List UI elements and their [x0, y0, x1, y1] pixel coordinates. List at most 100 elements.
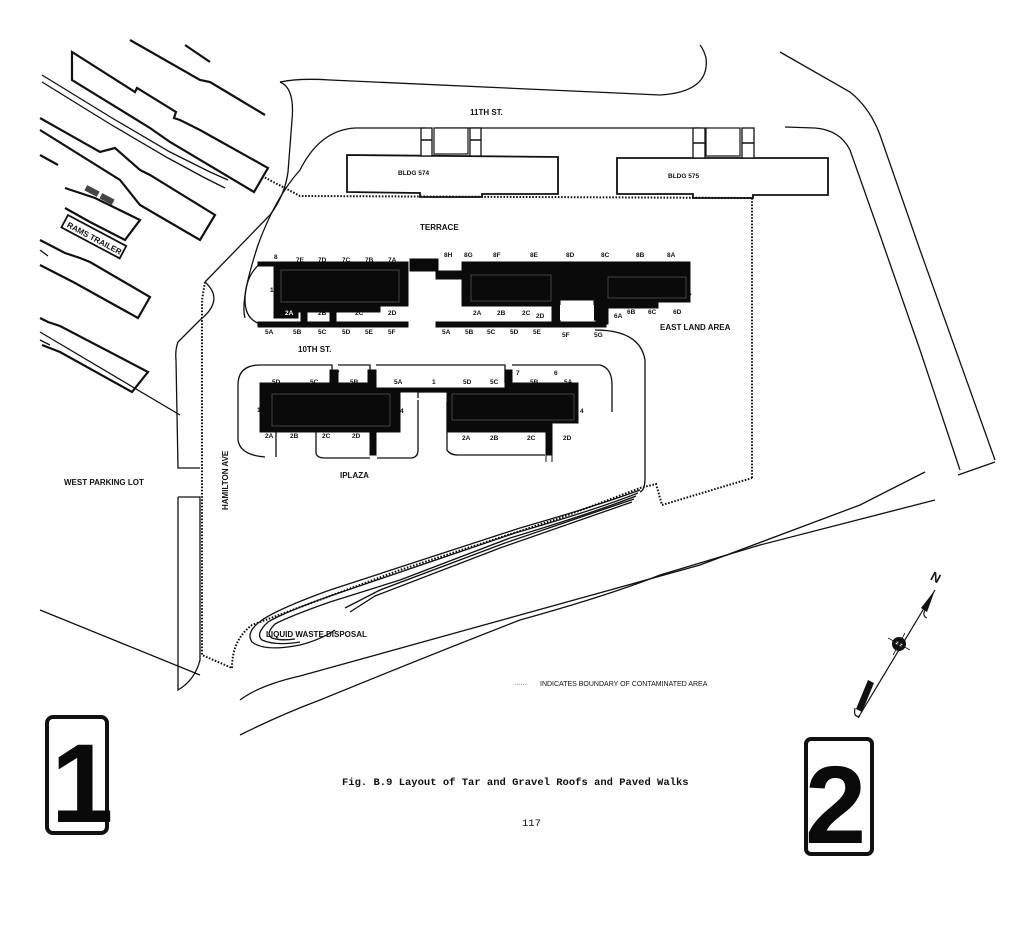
stamp-2: 2 — [804, 737, 874, 867]
roof-section-label: 5B — [350, 379, 359, 386]
roof-section-label: 7C — [342, 257, 351, 264]
roof-section-label: 5D — [342, 329, 351, 336]
roads — [39, 44, 996, 736]
legend: ······ INDICATES BOUNDARY OF CONTAMINATE… — [514, 681, 708, 688]
roof-section-label: 2C — [355, 310, 364, 317]
roof-section-label: 2A — [285, 310, 294, 317]
roof-section-label: 2C — [322, 433, 331, 440]
roof-section-label: 7D — [318, 257, 327, 264]
roof-section-label: 2A — [473, 310, 482, 317]
roof-section-label: 8D — [566, 252, 575, 259]
roof-section-label: 8F — [493, 252, 501, 259]
east-land-area-label: EAST LAND AREA — [660, 323, 731, 332]
roof-section-label: 6A — [614, 313, 623, 320]
figure-caption: Fig. B.9 Layout of Tar and Gravel Roofs … — [342, 777, 689, 789]
roof-section-label: 2B — [318, 310, 327, 317]
roof-section-label: 6C — [648, 309, 657, 316]
roof-section-label: 7 — [688, 293, 692, 300]
roof-section-label: 5A — [265, 329, 274, 336]
roof-section-label: 1 — [270, 287, 274, 294]
south-roof-inner-lines — [271, 393, 575, 427]
roof-section-label: 8A — [667, 252, 676, 259]
roof-section-label: 2D — [563, 435, 572, 442]
bldg-574-label: BLDG 574 — [398, 170, 429, 177]
roof-section-label: 2D — [352, 433, 361, 440]
roof-section-label: 5B — [465, 329, 474, 336]
hamilton-ave-label: HAMILTON AVE — [221, 450, 230, 510]
roof-section-label: 2B — [497, 310, 506, 317]
roof-section-label: 5D — [510, 329, 519, 336]
south-roof-labels: 5D 5C 7 5B 6 5A 1 4 3 2A 2B 2C 2D 1 5D 5… — [257, 370, 584, 452]
roof-section-label: 2A — [265, 433, 274, 440]
north-roof-inner-lines — [280, 269, 687, 320]
terrace-label: TERRACE — [420, 223, 459, 232]
roof-section-label: 4 — [580, 408, 584, 415]
roof-section-label: 5E — [533, 329, 542, 336]
roof-section-label: 7B — [365, 257, 374, 264]
north-arrow-icon: N — [853, 569, 943, 719]
roof-section-label: 4 — [400, 408, 404, 415]
roof-section-label: 1 — [462, 290, 466, 297]
roof-section-label: 5A — [394, 379, 403, 386]
roof-section-label: 5C — [318, 329, 327, 336]
roof-section-label: 6B — [627, 309, 636, 316]
bldg-575-label: BLDG 575 — [668, 173, 699, 180]
roof-section-label: 6 — [554, 370, 558, 377]
roof-section-label: 5C — [490, 379, 499, 386]
building-575: BLDG 575 — [616, 127, 829, 199]
roof-section-label: 5A — [564, 379, 573, 386]
page-number: 117 — [522, 818, 541, 830]
roof-section-label: 3 — [370, 445, 374, 452]
roof-section-label: 6D — [673, 309, 682, 316]
roof-section-label: 5F — [388, 329, 396, 336]
roof-section-label: 7 — [336, 370, 340, 377]
contamination-boundary — [201, 175, 753, 669]
street-11th-label: 11TH ST. — [470, 108, 503, 117]
roof-section-label: 8E — [530, 252, 539, 259]
roof-section-label: 1 — [257, 407, 261, 414]
north-roof-labels: 8 7E 7D 7C 7B 7A 1 2A 2B 2C 2D 5A 5B 5C … — [265, 252, 692, 339]
roof-section-label: 5C — [487, 329, 496, 336]
north-roof-complex — [244, 258, 691, 493]
roof-section-label: 5D — [272, 379, 281, 386]
south-roof-complex — [237, 364, 613, 462]
roof-section-label: 2C — [522, 310, 531, 317]
roof-section-label: 8H — [444, 252, 453, 259]
roof-section-label: 5D — [463, 379, 472, 386]
stamp-1: 1 — [45, 715, 113, 846]
roof-section-label: 2A — [462, 435, 471, 442]
stamp-2-number: 2 — [805, 744, 866, 867]
roof-section-label: 8C — [601, 252, 610, 259]
roof-section-label: 2B — [290, 433, 299, 440]
legend-text: INDICATES BOUNDARY OF CONTAMINATED AREA — [540, 681, 708, 688]
roof-section-label: 6 — [372, 370, 376, 377]
plaza-label: IPLAZA — [340, 471, 369, 480]
liquid-waste-disposal-label: LIQUID WASTE DISPOSAL — [266, 630, 367, 639]
roof-section-label: 2D — [388, 310, 397, 317]
roof-section-label: 5A — [442, 329, 451, 336]
roof-section-label: 5F — [562, 332, 570, 339]
roof-section-label: 5G — [594, 332, 603, 339]
building-574: BLDG 574 — [346, 127, 559, 198]
northwest-buildings — [39, 39, 270, 394]
legend-marker: ······ — [514, 681, 527, 688]
stamp-1-number: 1 — [51, 721, 113, 846]
roof-section-label: 8B — [636, 252, 645, 259]
roof-section-label: 2C — [527, 435, 536, 442]
roof-section-label: 5B — [293, 329, 302, 336]
roof-section-label: 7A — [388, 257, 397, 264]
roof-section-label: 2B — [490, 435, 499, 442]
roof-section-label: 8G — [464, 252, 473, 259]
roof-section-label: 5B — [530, 379, 539, 386]
liquid-waste-disposal — [249, 489, 641, 649]
roof-section-label: 7E — [296, 257, 305, 264]
street-10th-label: 10TH ST. — [298, 345, 331, 354]
roof-section-label: 5E — [365, 329, 374, 336]
roof-section-label: 1 — [432, 379, 436, 386]
rams-trailer-text: RAMS TRAILER — [65, 220, 123, 256]
roof-section-label: 8 — [274, 254, 278, 261]
roof-section-label: 2D — [536, 313, 545, 320]
roof-section-label: 7 — [516, 370, 520, 377]
west-parking-lot-label: WEST PARKING LOT — [64, 478, 144, 487]
